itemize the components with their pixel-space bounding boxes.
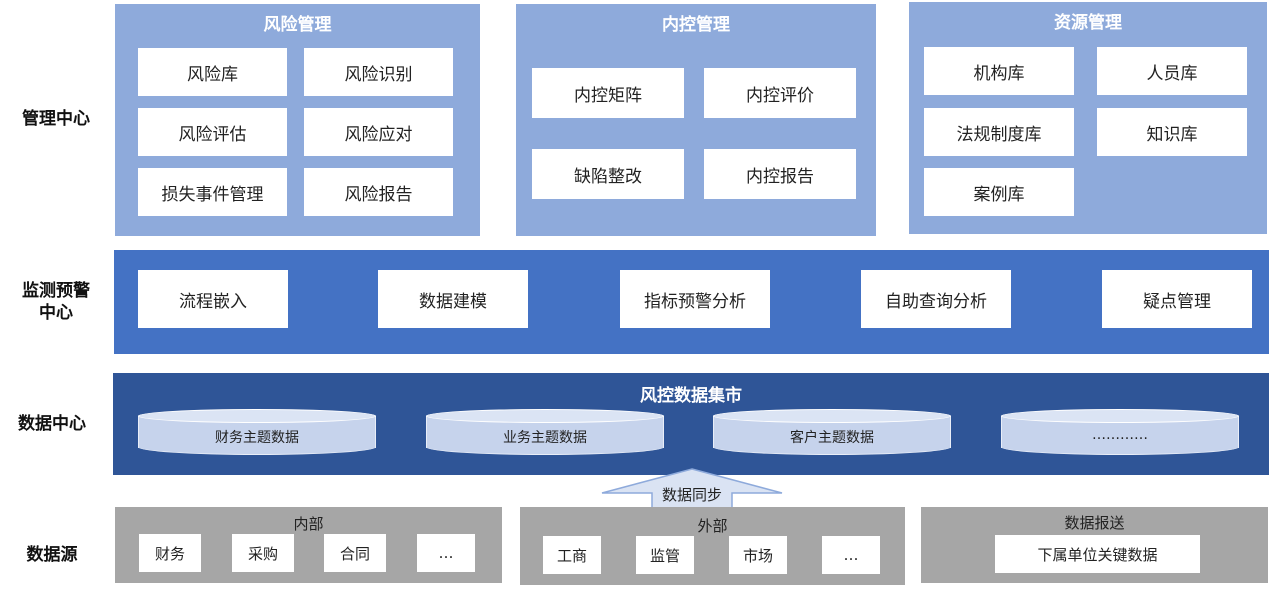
risk-item-response[interactable]: 风险应对 [304, 108, 453, 156]
cylinder-label: ………… [1092, 427, 1148, 443]
row-label-monitoring: 监测预警 中心 [8, 280, 104, 324]
row-label-data-source: 数据源 [26, 545, 78, 565]
cylinder-label: 财务主题数据 [215, 430, 299, 446]
source-item-external-more[interactable]: … [822, 536, 880, 574]
cylinder-finance-data[interactable]: 财务主题数据 [138, 409, 376, 455]
monitor-item-self-query[interactable]: 自助查询分析 [861, 270, 1011, 328]
risk-item-library[interactable]: 风险库 [138, 48, 287, 96]
ic-item-evaluation[interactable]: 内控评价 [704, 68, 856, 118]
row-label-monitoring-line1: 监测预警 [22, 281, 90, 301]
source-internal-panel: 内部 财务 采购 合同 … [115, 507, 502, 583]
resource-item-knowledge-library[interactable]: 知识库 [1097, 108, 1247, 156]
risk-item-identification[interactable]: 风险识别 [304, 48, 453, 96]
resource-management-title: 资源管理 [1054, 13, 1122, 33]
source-item-contract[interactable]: 合同 [324, 534, 386, 572]
monitor-item-suspicion-management[interactable]: 疑点管理 [1102, 270, 1252, 328]
data-mart-title: 风控数据集市 [640, 386, 742, 406]
ic-item-matrix[interactable]: 内控矩阵 [532, 68, 684, 118]
risk-item-loss-events[interactable]: 损失事件管理 [138, 168, 287, 216]
resource-item-org-library[interactable]: 机构库 [924, 47, 1074, 95]
resource-item-personnel-library[interactable]: 人员库 [1097, 47, 1247, 95]
source-item-regulatory[interactable]: 监管 [636, 536, 694, 574]
cylinder-customer-data[interactable]: 客户主题数据 [713, 409, 951, 455]
source-item-commerce[interactable]: 工商 [543, 536, 601, 574]
internal-control-panel: 内控管理 内控矩阵 内控评价 缺陷整改 内控报告 [516, 4, 876, 236]
row-label-management: 管理中心 [22, 109, 90, 129]
risk-item-assessment[interactable]: 风险评估 [138, 108, 287, 156]
cylinder-top [713, 409, 951, 423]
monitor-item-process-embedding[interactable]: 流程嵌入 [138, 270, 288, 328]
source-internal-title: 内部 [293, 515, 324, 533]
resource-item-case-library[interactable]: 案例库 [924, 168, 1074, 216]
row-label-monitoring-line2: 中心 [39, 303, 73, 323]
resource-management-panel: 资源管理 机构库 人员库 法规制度库 知识库 案例库 [909, 2, 1267, 234]
monitor-item-indicator-warning[interactable]: 指标预警分析 [620, 270, 770, 328]
source-report-title: 数据报送 [1064, 514, 1125, 532]
data-sync-label: 数据同步 [661, 486, 722, 504]
monitor-item-data-modeling[interactable]: 数据建模 [378, 270, 528, 328]
risk-item-report[interactable]: 风险报告 [304, 168, 453, 216]
source-item-finance[interactable]: 财务 [139, 534, 201, 572]
source-item-internal-more[interactable]: … [417, 534, 475, 572]
ic-item-report[interactable]: 内控报告 [704, 149, 856, 199]
cylinder-more-data[interactable]: ………… [1001, 409, 1239, 455]
risk-management-title: 风险管理 [263, 15, 332, 35]
source-report-panel: 数据报送 下属单位关键数据 [921, 507, 1268, 583]
cylinder-business-data[interactable]: 业务主题数据 [426, 409, 664, 455]
data-center-band: 风控数据集市 财务主题数据 业务主题数据 客户主题数据 ………… [113, 373, 1269, 475]
risk-management-panel: 风险管理 风险库 风险识别 风险评估 风险应对 损失事件管理 风险报告 [115, 4, 480, 236]
source-external-title: 外部 [697, 517, 728, 535]
source-external-panel: 外部 工商 监管 市场 … [520, 507, 905, 585]
cylinder-label: 客户主题数据 [790, 430, 874, 446]
cylinder-top [1001, 409, 1239, 423]
internal-control-title: 内控管理 [662, 15, 730, 35]
row-label-data-center: 数据中心 [18, 414, 86, 434]
cylinder-top [426, 409, 664, 423]
source-item-subsidiary-key-data[interactable]: 下属单位关键数据 [995, 535, 1200, 573]
cylinder-label: 业务主题数据 [503, 430, 587, 446]
ic-item-defect-rectification[interactable]: 缺陷整改 [532, 149, 684, 199]
resource-item-regulation-library[interactable]: 法规制度库 [924, 108, 1074, 156]
source-item-procurement[interactable]: 采购 [232, 534, 294, 572]
source-item-market[interactable]: 市场 [729, 536, 787, 574]
cylinder-top [138, 409, 376, 423]
monitoring-band: 流程嵌入 数据建模 指标预警分析 自助查询分析 疑点管理 [114, 250, 1269, 354]
